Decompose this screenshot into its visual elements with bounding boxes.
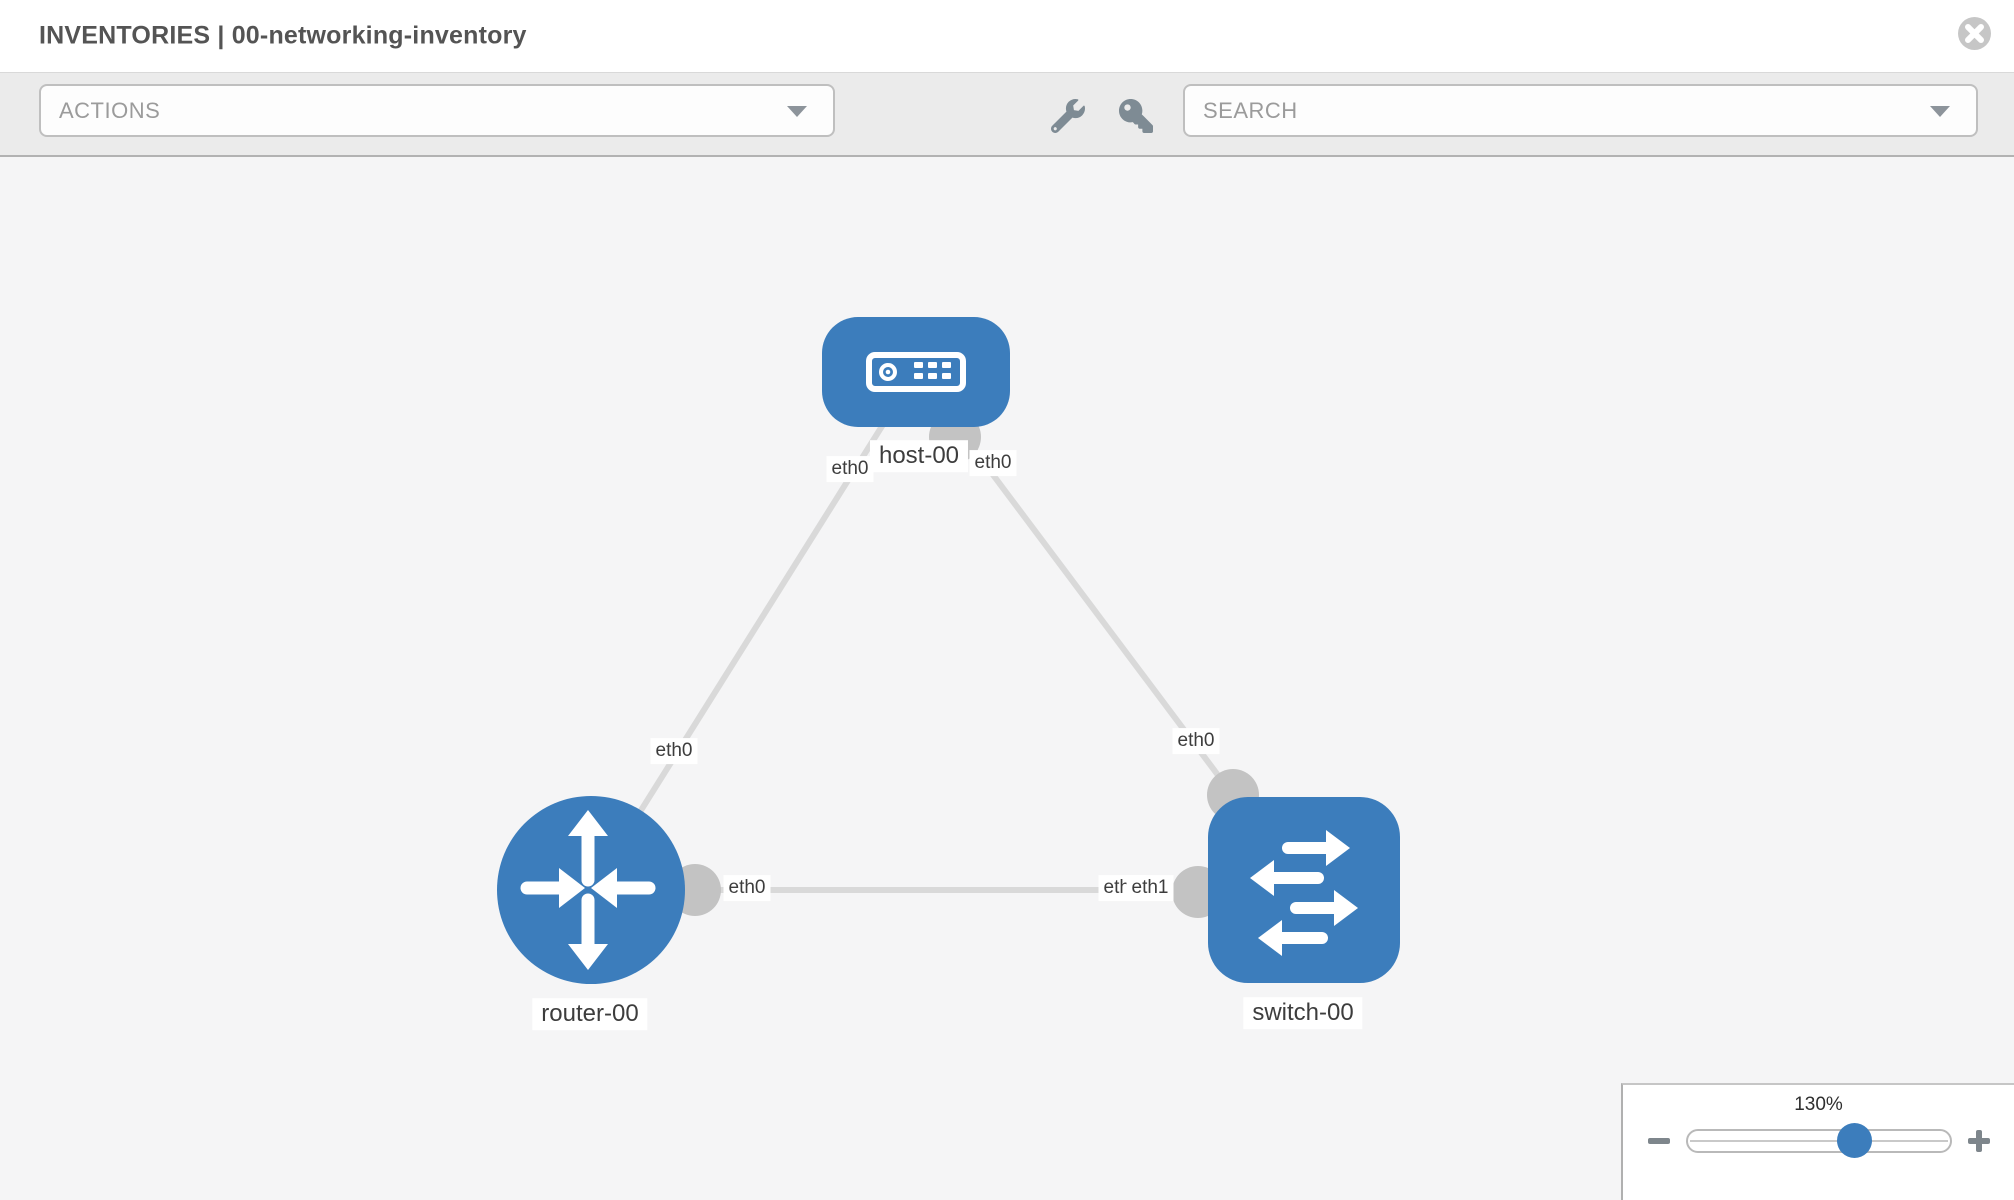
- interface-label: eth1: [1126, 875, 1174, 901]
- node-host[interactable]: [822, 317, 1010, 427]
- search-dropdown-label: SEARCH: [1203, 97, 1298, 123]
- interface-label: eth0: [1172, 728, 1220, 754]
- switch-arrows-icon: [1250, 830, 1358, 956]
- page-title: INVENTORIES | 00-networking-inventory: [39, 21, 527, 50]
- zoom-out-button[interactable]: [1647, 1129, 1671, 1153]
- router-arrows-icon: [520, 810, 656, 970]
- wrench-icon: [1050, 98, 1085, 133]
- close-icon: [1958, 17, 1991, 50]
- actions-dropdown-label: ACTIONS: [59, 97, 161, 123]
- chevron-down-icon: [1930, 105, 1950, 117]
- node-router[interactable]: [497, 796, 685, 984]
- interface-label: eth0: [826, 456, 874, 482]
- node-label-host: host-00: [869, 440, 969, 472]
- server-icon: [866, 352, 966, 392]
- interface-label: eth0: [650, 738, 698, 764]
- close-button[interactable]: [1957, 16, 1992, 51]
- configure-button[interactable]: [1048, 97, 1088, 137]
- port-circles: [669, 411, 1259, 918]
- topology-canvas[interactable]: eth0 host-00 eth0 eth0 eth0 eth0 eth0 et…: [0, 157, 2014, 1200]
- key-icon: [1119, 98, 1153, 133]
- node-switch[interactable]: [1208, 797, 1400, 983]
- header-bar: INVENTORIES | 00-networking-inventory: [0, 0, 2014, 72]
- node-label-switch: switch-00: [1243, 997, 1363, 1029]
- zoom-slider-knob[interactable]: [1837, 1123, 1873, 1158]
- actions-dropdown[interactable]: ACTIONS: [39, 84, 835, 137]
- credentials-button[interactable]: [1116, 97, 1156, 137]
- node-label-router: router-00: [532, 998, 648, 1030]
- chevron-down-icon: [787, 105, 807, 117]
- zoom-level: 130%: [1794, 1094, 1843, 1115]
- toolbar: ACTIONS SEARCH: [0, 72, 2014, 157]
- interface-label: eth0: [723, 875, 771, 901]
- search-dropdown[interactable]: SEARCH: [1183, 84, 1978, 137]
- interface-label: eth0: [969, 450, 1017, 476]
- zoom-slider[interactable]: [1685, 1123, 1952, 1158]
- zoom-panel: 130%: [1621, 1083, 2014, 1200]
- zoom-in-button[interactable]: [1967, 1129, 1991, 1153]
